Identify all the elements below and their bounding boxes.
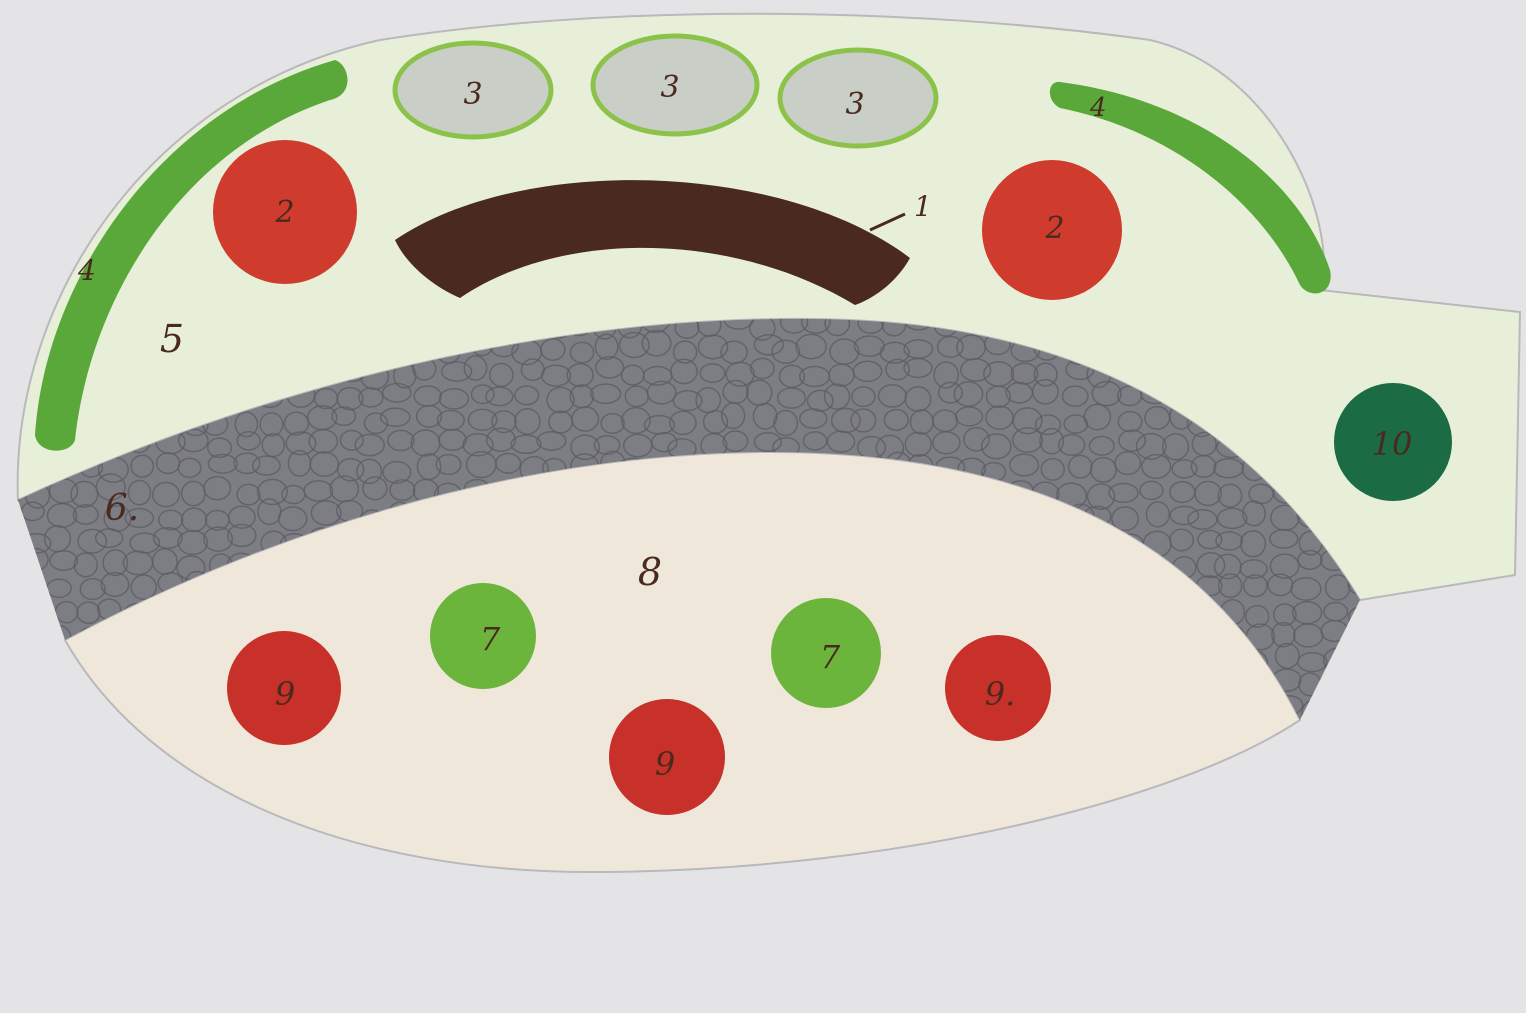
band-cell [1351,720,1374,745]
band-cell [53,670,78,691]
label-5: 5 [160,317,184,361]
band-cell [1346,649,1371,670]
band-cell [26,699,50,720]
label-7-right: 7 [820,638,841,676]
band-cell [0,558,20,578]
band-cell [24,309,49,330]
band-cell [1351,695,1377,715]
label-4-right: 4 [1089,93,1107,123]
label-3-right: 3 [845,87,864,122]
band-cell [0,575,25,598]
band-cell [25,622,50,641]
label-9-left: 9 [275,675,295,713]
label-6: 6. [105,488,139,529]
band-cell [0,502,22,526]
label-3-left: 3 [463,77,482,112]
label-8: 8 [638,550,662,594]
band-cell [0,312,21,337]
label-2-right: 2 [1044,211,1064,246]
label-3-middle: 3 [660,70,679,105]
label-10: 10 [1372,425,1413,463]
band-cell [99,724,125,746]
label-1: 1 [914,190,932,223]
band-cell [2,647,28,669]
band-cell [0,335,23,359]
label-2-left: 2 [274,195,294,230]
band-cell [0,624,19,647]
band-cell [20,576,44,596]
band-cell [0,382,25,404]
band-cell [1354,672,1378,691]
label-7-left: 7 [480,620,501,658]
band-cell [1302,700,1328,723]
band-cell [1318,696,1346,720]
band-cell [0,722,22,748]
band-cell [0,291,21,311]
band-cell [0,358,25,378]
band-cell [0,487,19,507]
band-cell [26,292,54,315]
band-cell [0,403,22,429]
band-cell [0,696,22,715]
band-cell [20,727,43,746]
band-cell [1351,621,1376,644]
band-cell [0,526,20,551]
label-4-left: 4 [77,254,96,287]
band-cell [49,718,74,740]
band-cell [75,702,101,721]
band-cell [1318,720,1344,743]
label-9-right: 9. [985,675,1016,713]
label-9-middle: 9 [655,745,675,783]
band-cell [27,599,50,617]
band-cell [0,677,22,699]
band-cell [1349,606,1379,626]
band-cell [23,674,48,699]
band-cell [80,720,104,740]
band-cell [0,600,19,619]
band-cell [1291,722,1321,741]
band-cell [47,653,74,674]
band-cell [25,647,47,671]
band-cell [55,699,78,718]
band-cell [0,434,21,454]
band-cell [1320,673,1347,693]
